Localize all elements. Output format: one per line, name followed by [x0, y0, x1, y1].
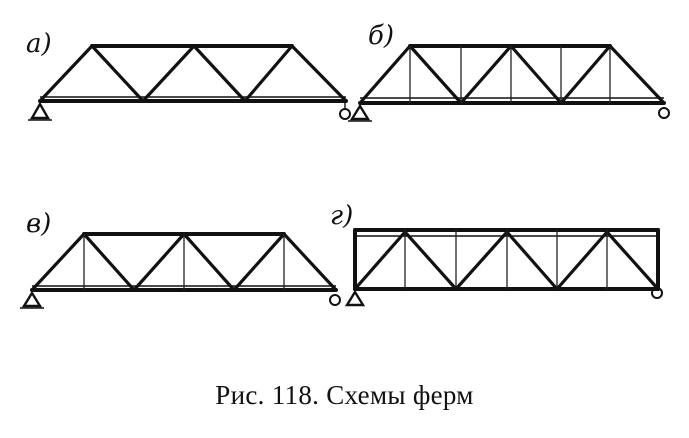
truss-d-members [353, 228, 660, 291]
panel-label-b: б) [368, 21, 394, 51]
pin-support-d [344, 289, 366, 307]
panel-label-a: а) [26, 29, 52, 59]
truss-panel-d: г) [330, 201, 663, 307]
pin-support-c [21, 290, 43, 308]
truss-c-members [30, 232, 338, 292]
truss-a-members [38, 44, 348, 103]
roller-support-c [329, 294, 341, 306]
roller-support-a [339, 108, 351, 120]
figure-caption: Рис. 118. Схемы ферм [215, 380, 474, 410]
truss-panel-b: б) [348, 21, 670, 122]
panel-label-d: г) [330, 201, 353, 231]
pin-support-a [29, 101, 51, 120]
truss-b-members [358, 44, 666, 105]
panel-label-c: в) [26, 209, 51, 239]
pin-support-b [349, 103, 371, 121]
roller-support-b [658, 107, 670, 119]
roller-support-d [651, 287, 663, 299]
truss-panel-c: в) [20, 209, 341, 309]
truss-panel-a: а) [26, 29, 351, 121]
